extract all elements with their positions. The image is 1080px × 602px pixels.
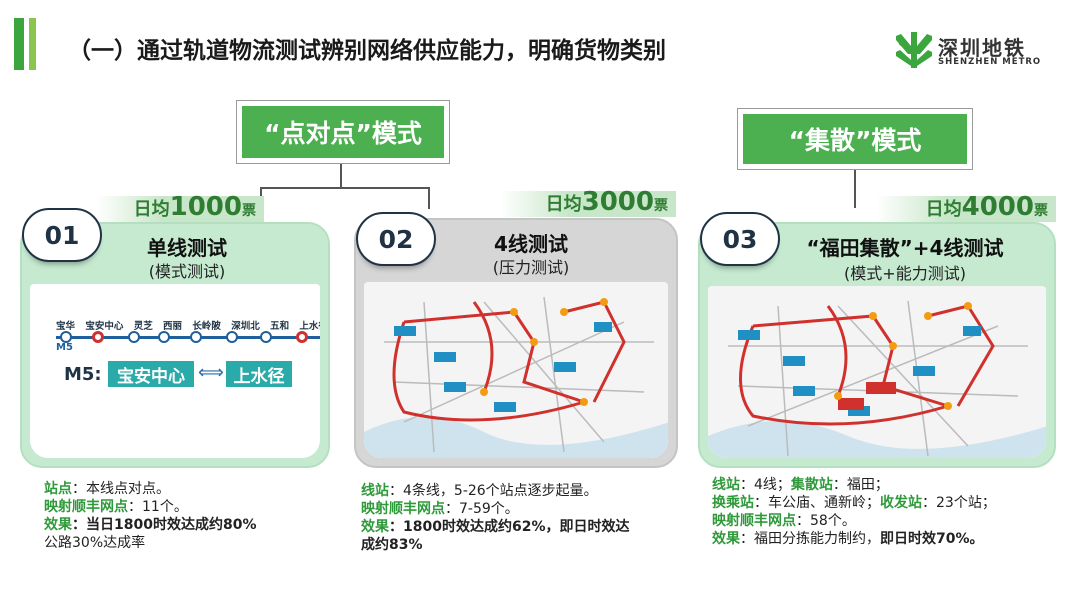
metro-map-image bbox=[364, 282, 668, 458]
station-dot bbox=[226, 331, 238, 343]
mode-box-hub: “集散”模式 bbox=[737, 108, 973, 170]
stat-daily-1: 日均1000票 bbox=[96, 192, 264, 223]
station-dot bbox=[128, 331, 140, 343]
card-title: “福田集散”+4线测试 bbox=[806, 236, 1004, 260]
double-arrow-icon: ⟺ bbox=[198, 362, 224, 383]
stat-unit: 票 bbox=[242, 203, 256, 219]
line-diagram-panel: 宝华 宝安中心 灵芝 西丽 长岭陂 深圳北 五和 上水径 M5 M5: 宝安中心… bbox=[30, 284, 320, 458]
desc-line: 线站：4线；集散站：福田； bbox=[712, 477, 889, 493]
logo-text-en: SHENZHEN METRO bbox=[938, 57, 1042, 67]
shenzhen-metro-logo-icon bbox=[896, 32, 932, 68]
card-subtitle: (压力测试) bbox=[492, 258, 570, 277]
connector-line bbox=[260, 187, 430, 189]
card-number-badge: 02 bbox=[356, 212, 436, 266]
card-subtitle: (模式测试) bbox=[148, 262, 226, 281]
stat-unit: 票 bbox=[1034, 203, 1048, 219]
accent-bar-dark bbox=[14, 18, 24, 70]
connector-line bbox=[428, 187, 430, 209]
station-label: 宝安中心 bbox=[85, 321, 124, 332]
card-number-badge: 01 bbox=[22, 208, 102, 262]
mode-label-hub: “集散”模式 bbox=[743, 114, 967, 164]
station-label: 西丽 bbox=[163, 321, 183, 332]
page-title: （一）通过轨道物流测试辨别网络供应能力，明确货物类别 bbox=[68, 38, 666, 64]
card-number-badge: 03 bbox=[700, 212, 780, 266]
card-title: 4线测试 bbox=[494, 232, 568, 256]
desc-line: 效果：1800时效达成约62%，即日时效达 bbox=[361, 519, 630, 535]
station-dot bbox=[158, 331, 170, 343]
station-dot-highlight bbox=[296, 331, 308, 343]
metro-map-image bbox=[708, 286, 1046, 458]
station-dot-highlight bbox=[92, 331, 104, 343]
stat-value: 3000 bbox=[581, 187, 654, 217]
card-2-description: 线站：4条线，5-26个站点逐步起量。 映射顺丰网点：7-59个。 效果：180… bbox=[361, 482, 671, 554]
station-label: 五和 bbox=[270, 321, 290, 332]
stat-unit: 票 bbox=[654, 198, 668, 214]
desc-line: 映射顺丰网点：58个。 bbox=[712, 513, 856, 529]
stat-value: 1000 bbox=[169, 192, 242, 222]
test-card-3: “福田集散”+4线测试 (模式+能力测试) bbox=[698, 222, 1056, 468]
desc-line: 效果：当日1800时效达成约80% bbox=[44, 517, 257, 533]
stat-label: 日均 bbox=[545, 194, 582, 215]
card-title: 单线测试 bbox=[147, 236, 227, 260]
accent-bar-light bbox=[29, 18, 36, 70]
station-label: 长岭陂 bbox=[192, 321, 221, 332]
stat-value: 4000 bbox=[961, 192, 1034, 222]
desc-line: 线站：4条线，5-26个站点逐步起量。 bbox=[361, 483, 598, 499]
station-dot bbox=[260, 331, 272, 343]
station-names: 宝华 宝安中心 灵芝 西丽 长岭陂 深圳北 五和 上水径 bbox=[56, 318, 320, 332]
connector-line bbox=[340, 164, 342, 188]
m5-line-track bbox=[56, 336, 320, 339]
route-from-station: 宝安中心 bbox=[108, 361, 194, 387]
card-subtitle: (模式+能力测试) bbox=[844, 264, 966, 283]
shenzhen-metro-logo: 深圳地铁 SHENZHEN METRO bbox=[896, 30, 1056, 72]
test-card-2: 4线测试 (压力测试) bbox=[354, 218, 678, 468]
mode-label-p2p: “点对点”模式 bbox=[242, 106, 444, 158]
stat-daily-3: 日均4000票 bbox=[876, 192, 1056, 223]
station-dot bbox=[190, 331, 202, 343]
stat-daily-2: 日均3000票 bbox=[500, 187, 676, 218]
stat-label: 日均 bbox=[133, 199, 170, 220]
desc-line: 公路30%达成率 bbox=[44, 535, 146, 551]
desc-line: 映射顺丰网点：11个。 bbox=[44, 499, 188, 515]
card-3-description: 线站：4线；集散站：福田； 换乘站：车公庙、通新岭；收发站：23个站； 映射顺丰… bbox=[712, 476, 1072, 548]
route-to-station: 上水径 bbox=[226, 361, 292, 387]
station-dot bbox=[60, 331, 72, 343]
card-1-description: 站点：本线点对点。 映射顺丰网点：11个。 效果：当日1800时效达成约80% … bbox=[44, 480, 334, 552]
desc-line: 成约83% bbox=[361, 537, 423, 553]
connector-line bbox=[854, 170, 856, 208]
line-name-label: M5 bbox=[56, 342, 73, 353]
stat-label: 日均 bbox=[925, 199, 962, 220]
station-label: 宝华 bbox=[56, 321, 76, 332]
route-line-label: M5: bbox=[64, 364, 102, 385]
desc-line: 效果：福田分拣能力制约，即日时效70%。 bbox=[712, 531, 984, 547]
desc-line: 换乘站：车公庙、通新岭；收发站：23个站； bbox=[712, 495, 996, 511]
station-label: 灵芝 bbox=[133, 321, 153, 332]
logo-text-cn: 深圳地铁 bbox=[938, 36, 1026, 60]
station-label: 上水径 bbox=[299, 321, 320, 332]
test-card-1: 单线测试 (模式测试) 宝华 宝安中心 灵芝 西丽 长岭陂 深圳北 五和 上水径… bbox=[20, 222, 330, 468]
mode-box-p2p: “点对点”模式 bbox=[236, 100, 450, 164]
desc-line: 映射顺丰网点：7-59个。 bbox=[361, 501, 519, 517]
desc-line: 站点：本线点对点。 bbox=[44, 481, 170, 497]
station-label: 深圳北 bbox=[231, 321, 260, 332]
